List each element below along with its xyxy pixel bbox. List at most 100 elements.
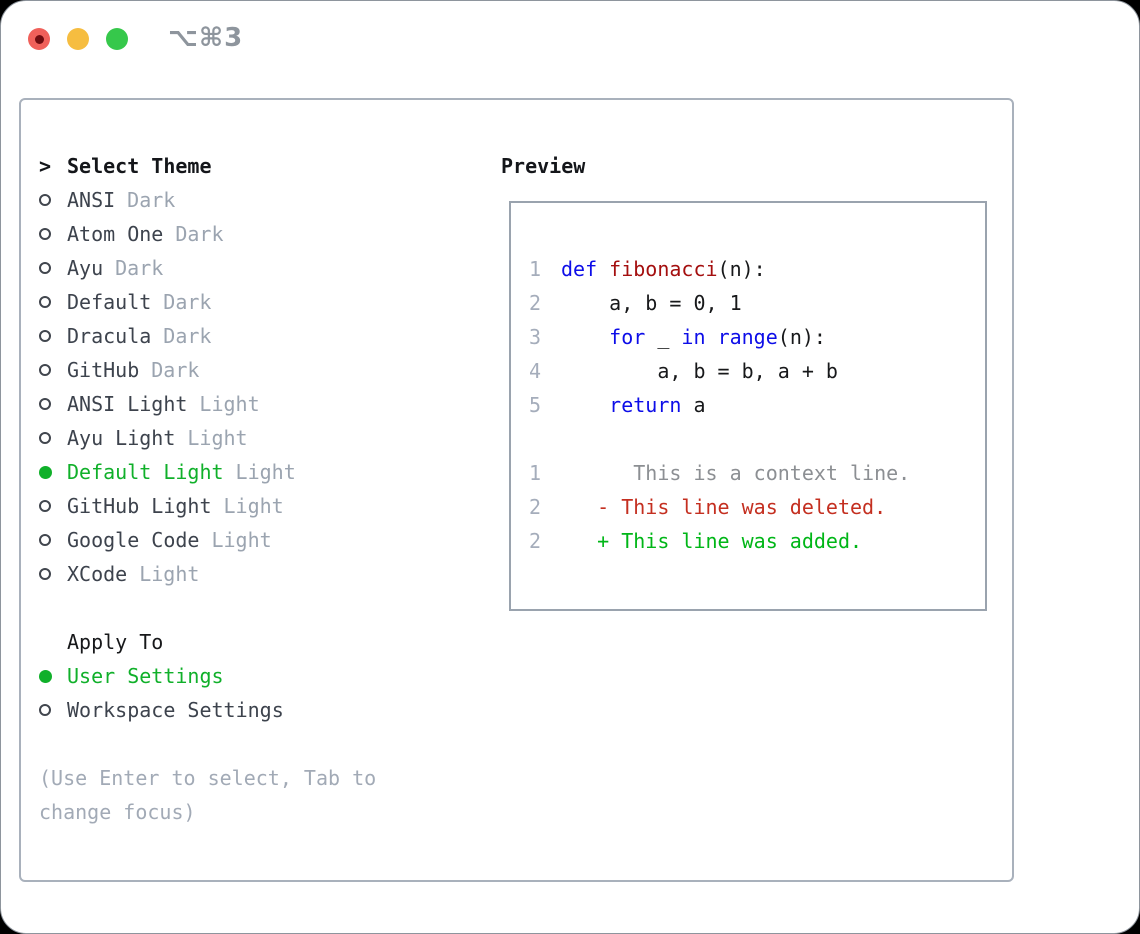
- radio-icon: [39, 568, 67, 580]
- theme-variant-tag: Dark: [115, 256, 164, 280]
- theme-name: GitHub: [67, 358, 140, 382]
- minimize-button[interactable]: [67, 28, 89, 50]
- zoom-button[interactable]: [106, 28, 128, 50]
- theme-name: Ayu: [67, 256, 104, 280]
- theme-name: XCode: [67, 562, 128, 586]
- radio-icon: [39, 398, 67, 410]
- theme-name: ANSI Light: [67, 392, 188, 416]
- code-token-txt: a: [681, 393, 706, 417]
- theme-item-ansi[interactable]: ANSI Dark: [39, 183, 376, 217]
- apply-option-label: User Settings: [67, 664, 224, 688]
- preview-title: Preview: [501, 154, 586, 178]
- radio-icon: [39, 704, 67, 716]
- line-number: 4: [529, 359, 542, 383]
- code-line: 1 def fibonacci(n):: [529, 252, 985, 286]
- spacer-row: [39, 727, 376, 761]
- radio-icon: [39, 500, 67, 512]
- line-number: 2: [529, 529, 542, 553]
- apply-to-header: Apply To: [39, 625, 376, 659]
- code-line: 5 return a: [529, 388, 985, 422]
- line-number: 1: [529, 461, 542, 485]
- theme-name: GitHub Light: [67, 494, 212, 518]
- theme-variant-tag: Dark: [163, 290, 212, 314]
- spacer-row: [39, 591, 376, 625]
- theme-variant-tag: Light: [223, 494, 284, 518]
- code-token-kw: def: [561, 257, 598, 281]
- line-number: 1: [529, 257, 542, 281]
- code-line: 4 a, b = b, a + b: [529, 354, 985, 388]
- code-token-del: - This line was deleted.: [561, 495, 887, 519]
- code-token-add: + This line was added.: [561, 529, 863, 553]
- theme-name: Dracula: [67, 324, 152, 348]
- theme-name: Default: [67, 290, 152, 314]
- theme-name: Default Light: [67, 460, 224, 484]
- theme-item-default-light[interactable]: Default Light Light: [39, 455, 376, 489]
- theme-variant-tag: Light: [139, 562, 200, 586]
- theme-name: Google Code: [67, 528, 200, 552]
- radio-icon: [39, 330, 67, 342]
- theme-item-default[interactable]: Default Dark: [39, 285, 376, 319]
- code-line: [529, 422, 985, 456]
- code-token-txt: _: [645, 325, 682, 349]
- code-token-txt: [706, 325, 718, 349]
- theme-name: ANSI: [67, 188, 116, 212]
- apply-to-title: Apply To: [67, 630, 164, 654]
- focus-caret-icon: >: [39, 154, 52, 178]
- line-number: 2: [529, 495, 542, 519]
- code-line: 1 This is a context line.: [529, 456, 985, 490]
- code-token-txt: (n):: [777, 325, 826, 349]
- theme-name: Atom One: [67, 222, 164, 246]
- code-token-kw: return: [609, 393, 682, 417]
- theme-variant-tag: Light: [211, 528, 272, 552]
- theme-variant-tag: Dark: [163, 324, 212, 348]
- close-button[interactable]: [28, 28, 50, 50]
- radio-selected-icon: [39, 465, 67, 479]
- preview-header: Preview: [501, 149, 585, 183]
- code-token-kw: range: [717, 325, 778, 349]
- radio-icon: [39, 228, 67, 240]
- theme-item-atom-one[interactable]: Atom One Dark: [39, 217, 376, 251]
- code-line: 2 + This line was added.: [529, 524, 985, 558]
- code-token-txt: a, b = b, a + b: [561, 359, 838, 383]
- radio-icon: [39, 432, 67, 444]
- theme-item-google-code[interactable]: Google Code Light: [39, 523, 376, 557]
- radio-icon: [39, 534, 67, 546]
- theme-variant-tag: Dark: [127, 188, 176, 212]
- apply-option-user-settings[interactable]: User Settings: [39, 659, 376, 693]
- window-title-shortcut: ⌥⌘3: [168, 23, 244, 53]
- theme-variant-tag: Light: [235, 460, 296, 484]
- apply-option-label: Workspace Settings: [67, 698, 284, 722]
- line-number: 5: [529, 393, 542, 417]
- theme-name: Ayu Light: [67, 426, 176, 450]
- code-line: 2 - This line was deleted.: [529, 490, 985, 524]
- code-token-txt: (n):: [717, 257, 766, 281]
- radio-selected-icon: [39, 669, 67, 683]
- theme-item-ansi-light[interactable]: ANSI Light Light: [39, 387, 376, 421]
- theme-item-github-light[interactable]: GitHub Light Light: [39, 489, 376, 523]
- radio-icon: [39, 364, 67, 376]
- theme-item-dracula[interactable]: Dracula Dark: [39, 319, 376, 353]
- close-focus-dot-icon: [34, 34, 44, 44]
- code-token-txt: [597, 257, 609, 281]
- theme-list-title: Select Theme: [67, 154, 212, 178]
- code-token-txt: [561, 393, 609, 417]
- code-token-txt: a, b = 0, 1: [561, 291, 742, 315]
- code-token-ctx: This is a context line.: [561, 461, 911, 485]
- theme-item-xcode[interactable]: XCode Light: [39, 557, 376, 591]
- apply-option-workspace-settings[interactable]: Workspace Settings: [39, 693, 376, 727]
- theme-variant-tag: Dark: [175, 222, 224, 246]
- code-token-txt: [561, 325, 609, 349]
- hint-line-1: (Use Enter to select, Tab to: [39, 766, 377, 790]
- radio-icon: [39, 262, 67, 274]
- theme-item-ayu[interactable]: Ayu Dark: [39, 251, 376, 285]
- code-token-fn: fibonacci: [609, 257, 718, 281]
- line-number: 3: [529, 325, 542, 349]
- theme-variant-tag: Light: [199, 392, 260, 416]
